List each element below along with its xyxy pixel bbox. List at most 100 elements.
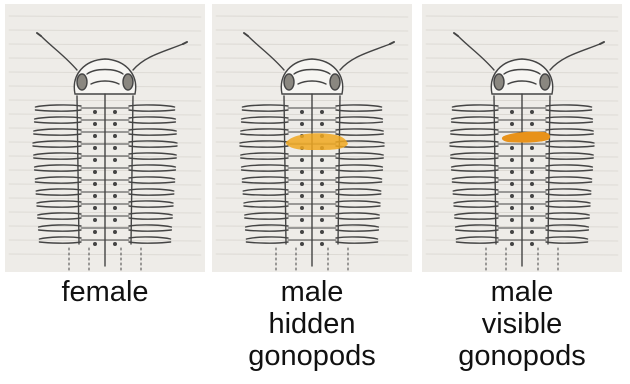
millipede-drawing — [9, 16, 201, 270]
segment-dot — [94, 207, 97, 210]
leg-right — [129, 158, 176, 159]
millipede-drawing — [426, 16, 618, 270]
segment-dot — [321, 171, 324, 174]
segment-dot — [94, 111, 97, 114]
segment-dot — [301, 111, 304, 114]
eye-right — [540, 74, 550, 90]
segment-dot — [301, 219, 304, 222]
segment-dot — [301, 171, 304, 174]
eye-left — [284, 74, 294, 90]
leg-right — [129, 194, 174, 195]
antenna-tip — [600, 42, 604, 44]
leg-right — [336, 213, 379, 215]
millipede-illustration-male-hidden — [212, 4, 412, 272]
segment-dot — [531, 207, 534, 210]
segment-dot — [531, 219, 534, 222]
segment-dot — [321, 231, 324, 234]
paper-texture-line — [426, 30, 618, 31]
segment-dot — [321, 183, 324, 186]
leg-right — [129, 177, 175, 179]
segment-dot — [531, 195, 534, 198]
leg-right — [129, 182, 175, 183]
leg-right — [546, 158, 593, 159]
leg-right — [129, 117, 175, 119]
segment-dot — [511, 159, 514, 162]
leg-right — [546, 230, 588, 231]
segment-dot — [114, 207, 117, 210]
millipede-icon — [5, 4, 205, 272]
leg-left — [452, 177, 498, 179]
leg-left — [454, 206, 498, 207]
antenna-left — [41, 36, 77, 70]
leg-right — [546, 117, 592, 119]
panel-female: female — [5, 0, 205, 384]
leg-left — [35, 182, 81, 183]
paper-texture-line — [9, 16, 201, 17]
antenna-tip — [183, 42, 187, 44]
leg-right — [546, 201, 590, 203]
leg-left — [452, 182, 498, 183]
segment-dot — [511, 195, 514, 198]
millipede-icon — [422, 4, 622, 272]
segment-dot — [511, 231, 514, 234]
leg-left — [36, 189, 81, 191]
leg-left — [242, 117, 288, 119]
caption-male-hidden-gonopods: male hidden gonopods — [212, 276, 412, 372]
leg-right — [129, 165, 175, 167]
leg-left — [243, 189, 288, 191]
segment-dot — [321, 159, 324, 162]
segment-dot — [301, 195, 304, 198]
leg-left — [453, 194, 498, 195]
leg-left — [39, 230, 81, 231]
leg-right — [546, 165, 592, 167]
leg-right — [129, 218, 172, 219]
leg-right — [129, 153, 176, 155]
caption-line: male — [212, 276, 412, 308]
leg-left — [242, 122, 288, 123]
paper-texture-line — [9, 44, 201, 45]
leg-right — [336, 230, 378, 231]
segment-dot — [94, 195, 97, 198]
paper-texture-line — [216, 44, 408, 45]
millipede-illustration-male-visible — [422, 4, 622, 272]
segment-dot — [94, 171, 97, 174]
leg-right — [546, 237, 588, 239]
eye-right — [123, 74, 133, 90]
segment-dot — [531, 147, 534, 150]
segment-dot — [531, 123, 534, 126]
leg-left — [35, 177, 81, 179]
caption-line: visible — [422, 308, 622, 340]
leg-left — [34, 129, 81, 131]
segment-dot — [321, 111, 324, 114]
leg-right — [546, 242, 588, 243]
antenna-right — [340, 44, 390, 70]
leg-right — [129, 189, 174, 191]
leg-left — [241, 134, 288, 135]
leg-right — [336, 105, 382, 107]
leg-left — [37, 201, 81, 203]
leg-left — [241, 129, 288, 131]
leg-right — [546, 129, 593, 131]
leg-left — [36, 194, 81, 195]
segment-dot — [321, 243, 324, 246]
leg-left — [242, 110, 288, 111]
leg-left — [35, 165, 81, 167]
segment-dot — [301, 231, 304, 234]
segment-dot — [321, 123, 324, 126]
caption-line: male — [422, 276, 622, 308]
segment-dot — [114, 123, 117, 126]
segment-dot — [511, 243, 514, 246]
leg-left — [456, 242, 498, 243]
antenna-left — [248, 36, 284, 70]
leg-right — [129, 110, 175, 111]
leg-right — [336, 134, 383, 135]
antenna-tip — [37, 33, 41, 36]
leg-right — [336, 122, 382, 123]
leg-right — [336, 129, 383, 131]
gonopod-highlight-icon — [502, 132, 550, 143]
leg-left — [452, 110, 498, 111]
segment-dot — [114, 243, 117, 246]
leg-right — [336, 170, 382, 171]
segment-dot — [531, 243, 534, 246]
leg-left — [452, 165, 498, 167]
